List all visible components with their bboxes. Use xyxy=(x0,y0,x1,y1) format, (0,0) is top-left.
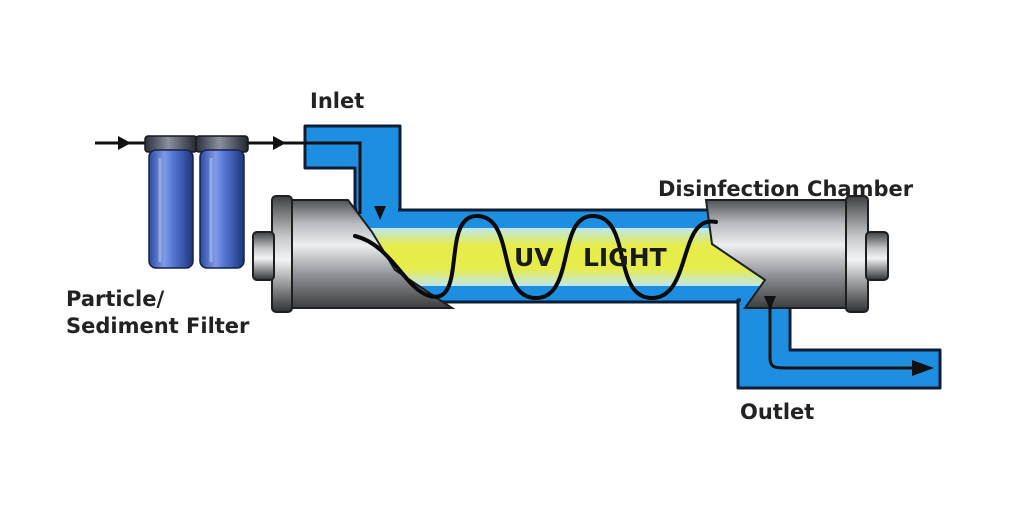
arrow-head xyxy=(374,206,386,220)
left-end-cap xyxy=(252,231,275,281)
filter-label-line-1: Particle/ xyxy=(66,287,165,311)
light-label: LIGHT xyxy=(583,243,667,272)
right-end-ring xyxy=(845,195,869,313)
filter-label-line-2: Sediment Filter xyxy=(66,314,250,338)
disinfection-chamber xyxy=(252,195,889,313)
uv-label: UV xyxy=(514,243,554,272)
outlet-label: Outlet xyxy=(740,400,815,424)
arrow-head xyxy=(912,360,934,376)
right-end-cap xyxy=(865,231,889,281)
filter-cartridge-1 xyxy=(144,135,198,269)
arrow-head xyxy=(118,136,131,150)
outlet-pipe xyxy=(736,298,942,390)
inlet-label: Inlet xyxy=(310,89,365,113)
spiral-flow-line xyxy=(353,213,718,301)
arrow-head xyxy=(273,136,286,150)
filter-cartridge-2 xyxy=(195,135,249,269)
arrow-head xyxy=(764,296,776,310)
disinfection-chamber-label: Disinfection Chamber xyxy=(658,177,914,201)
sediment-filters xyxy=(144,135,249,269)
sediment-filter-label: Particle/ Sediment Filter xyxy=(66,286,249,340)
